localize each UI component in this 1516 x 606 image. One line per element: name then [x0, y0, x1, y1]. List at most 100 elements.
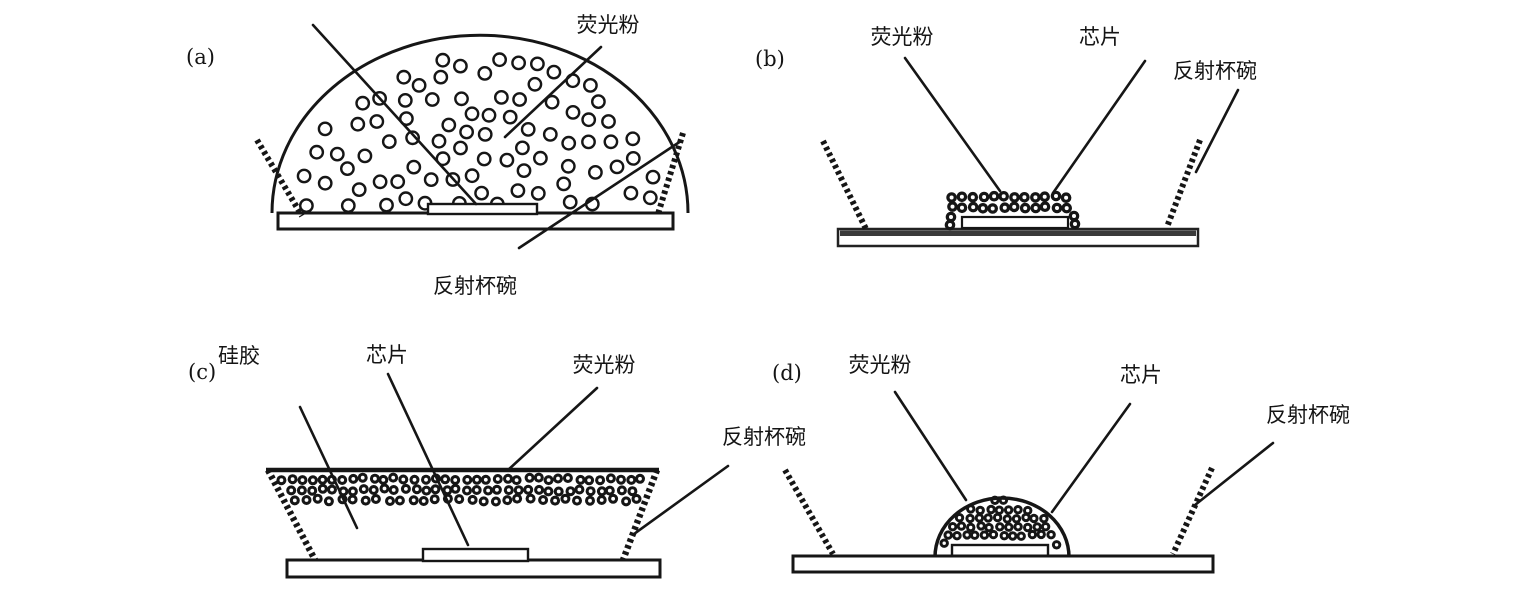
phosphor-particle-core [620, 488, 624, 493]
phosphor-leader-line-d [893, 390, 968, 502]
phosphor-particle-core [946, 533, 950, 537]
phosphor-particle [369, 114, 385, 129]
phosphor-particle [502, 109, 518, 125]
phosphor-particle [542, 126, 558, 142]
phosphor-particle [435, 151, 451, 167]
phosphor-particle [562, 194, 578, 210]
phosphor-particle-core [1019, 534, 1023, 538]
phosphor-particle [350, 116, 366, 132]
encapsulant-dome-a [272, 35, 688, 214]
phosphor-particle [477, 66, 493, 81]
phosphor-particle-core [600, 489, 604, 494]
phosphor-particle-core [515, 496, 519, 501]
phosphor-particle-core [391, 488, 396, 492]
phosphor-particle-core [1011, 534, 1015, 538]
reflector-wall-right-c [619, 468, 661, 562]
phosphor-particle-core [528, 496, 533, 501]
phosphor-particle-core [1022, 195, 1027, 200]
phosphor-particle-core [955, 534, 959, 538]
phosphor-particle-core [470, 498, 475, 502]
phosphor-particle-core [997, 508, 1001, 512]
phosphor-particle [477, 126, 493, 142]
phosphor-particle-core [969, 525, 973, 530]
phosphor-particle [581, 112, 597, 128]
phosphor-particle-core [300, 478, 305, 482]
phosphor-particle [296, 168, 312, 184]
phosphor-particle-core [381, 478, 386, 482]
substrate-c [285, 558, 662, 579]
phosphor-particle-core [587, 478, 591, 483]
phosphor-particle-core [942, 541, 946, 545]
phosphor-particles-b-sides [944, 210, 1081, 231]
chip-leader-line-a [311, 23, 478, 206]
phosphor-particle-core [415, 487, 419, 492]
phosphor-particle [405, 130, 420, 146]
panel-d-tag: (d) [772, 361, 802, 385]
silicone-leader-line-c [298, 405, 359, 530]
chip-leader-line-b [1051, 59, 1147, 195]
phosphor-particle [511, 55, 526, 71]
phosphor-particle-core [1033, 206, 1038, 210]
phosphor-particle-core [1012, 204, 1017, 209]
reflector-label-d: 反射杯碗 [1266, 403, 1350, 427]
phosphor-particle-core [433, 487, 438, 492]
phosphor-particle-core [951, 525, 955, 529]
reflector-wall-left-a [254, 138, 305, 218]
phosphor-particle [411, 78, 427, 93]
phosphor-particle-core [630, 489, 635, 494]
phosphor-particle [515, 140, 530, 156]
reflector-leader-line-d [1193, 441, 1275, 507]
phosphor-label-b: 荧光粉 [870, 25, 934, 49]
phosphor-particle [381, 134, 397, 150]
phosphor-particle-core [453, 478, 458, 482]
reflector-label-a: 反射杯碗 [433, 274, 517, 298]
phosphor-particle-core [421, 499, 426, 503]
phosphor-particle-core [588, 489, 593, 494]
phosphor-particle [423, 172, 439, 188]
phosphor-particle [435, 52, 451, 68]
phosphor-particle-core [330, 487, 334, 492]
phosphor-particle-core [465, 488, 469, 493]
phosphor-particle-core [475, 477, 479, 482]
phosphor-particle-core [432, 497, 437, 502]
chip-a [426, 202, 539, 216]
phosphor-particle-core [965, 533, 969, 537]
phosphor-dome-outline-d [933, 496, 1071, 558]
phosphor-particle-core [634, 497, 639, 501]
phosphor-particle [459, 124, 474, 140]
phosphor-particle-core [978, 508, 982, 513]
phosphor-particle [317, 121, 333, 137]
phosphor-particle-core [541, 498, 545, 502]
chip-c [421, 547, 530, 563]
phosphor-particle [642, 190, 658, 206]
chip-leader-line-c [386, 372, 470, 547]
phosphor-particle-core [629, 478, 634, 482]
phosphor-particle-core [968, 516, 972, 521]
phosphor-particle [530, 185, 546, 201]
phosphor-particle-core [465, 478, 470, 482]
phosphor-particle-core [516, 488, 521, 493]
phosphor-particle-core [950, 204, 955, 209]
phosphor-particle-core [495, 487, 499, 492]
phosphor-particle [601, 114, 616, 129]
phosphor-particle-core [310, 488, 315, 493]
phosphor-particle-core [443, 477, 447, 482]
phosphor-particle-core [526, 487, 531, 492]
panel-b-tag: (b) [755, 47, 785, 71]
phosphor-particle-core [948, 223, 952, 227]
phosphor-particle-core [445, 488, 450, 493]
phosphor-particle-core [1030, 532, 1035, 537]
chip-label-b: 芯片 [1079, 25, 1121, 49]
phosphor-particle-core [611, 496, 615, 501]
phosphor-particle-core [401, 477, 406, 482]
phosphor-particle [396, 69, 412, 85]
phosphor-particle [623, 185, 639, 201]
phosphor-particle-core [566, 476, 570, 480]
phosphor-particle [372, 174, 388, 190]
phosphor-particle [431, 133, 447, 149]
phosphor-particle [510, 183, 526, 199]
phosphor-particle [556, 176, 572, 192]
phosphor-particle [454, 91, 469, 107]
phosphor-particle-core [1035, 525, 1039, 529]
